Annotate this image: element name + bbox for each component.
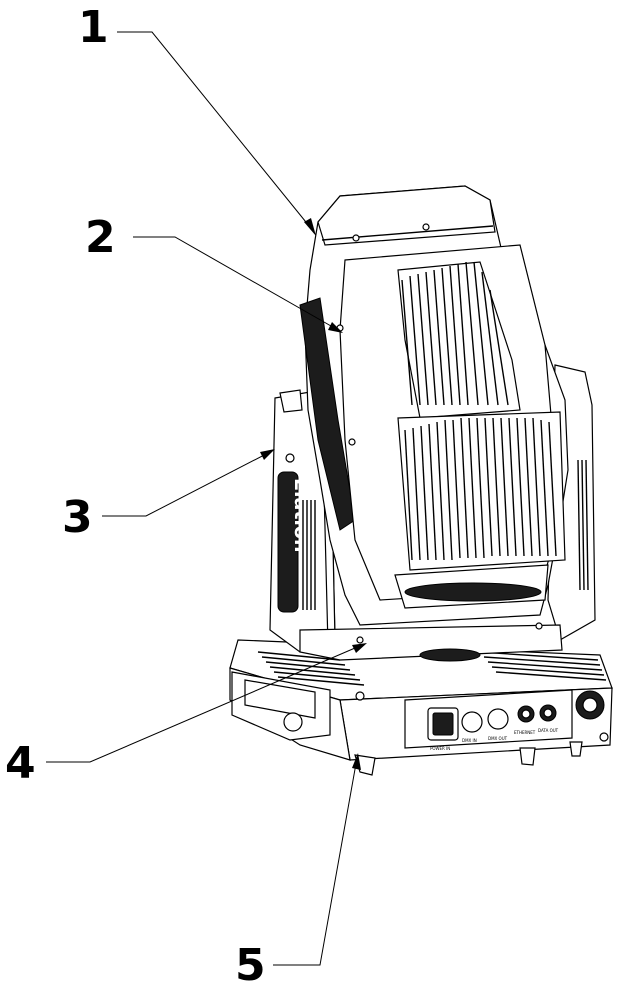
- arm-vents-left: [302, 500, 316, 610]
- panel-label-ethernet: ETHERNET: [514, 730, 536, 735]
- leader-arrow-1: [304, 218, 316, 236]
- connector-panel: POWER IN DMX IN DMX OUT ETHERNET DATA OU…: [404, 689, 605, 751]
- leader-line-2: [133, 236, 339, 331]
- callout-2: 2: [85, 212, 343, 333]
- base-unit: POWER IN DMX IN DMX OUT ETHERNET DATA OU…: [229, 639, 613, 776]
- leader-line-5: [273, 757, 358, 966]
- callout-1: 1: [78, 2, 316, 236]
- callout-5: 5: [235, 753, 361, 982]
- leader-line-4: [46, 644, 363, 763]
- arm-brand-text: Elation: [290, 478, 312, 553]
- callout-number-4: 4: [5, 738, 36, 789]
- callout-number-3: 3: [62, 492, 93, 543]
- base-vents-left: [257, 651, 365, 686]
- leader-line-3: [102, 451, 271, 517]
- callout-number-1: 1: [78, 2, 109, 53]
- leader-arrow-3: [260, 449, 275, 460]
- arm-vents-right: [577, 459, 589, 591]
- callout-number-5: 5: [235, 940, 266, 982]
- head-heatsink-upper: [397, 261, 521, 419]
- callout-4: 4: [5, 643, 367, 789]
- leader-arrow-2: [328, 322, 343, 333]
- leader-line-1: [117, 31, 315, 233]
- head-heatsink-lower: [397, 411, 566, 571]
- callout-3: 3: [62, 449, 275, 543]
- head-body: [299, 185, 569, 644]
- panel-label-dmx-in: DMX IN: [462, 738, 477, 743]
- panel-label-data-out: DATA OUT: [538, 728, 559, 733]
- callout-number-2: 2: [85, 212, 116, 263]
- leader-arrow-4: [352, 643, 367, 653]
- panel-label-power-in: POWER IN: [430, 746, 450, 751]
- callouts: 1 2 3 4 5: [5, 2, 367, 982]
- rear-vent-grille: [404, 582, 542, 602]
- panel-label-dmx-out: DMX OUT: [488, 736, 508, 741]
- yoke: Elation: [269, 364, 596, 662]
- leader-arrow-5: [352, 753, 361, 770]
